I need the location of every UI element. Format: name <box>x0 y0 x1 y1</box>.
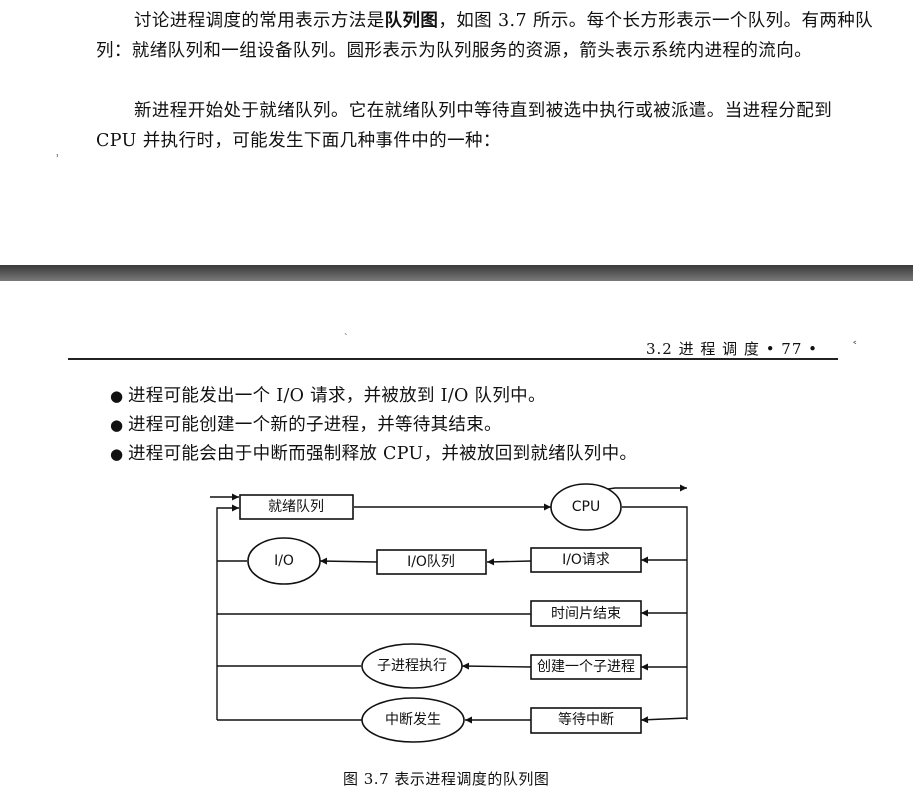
header-rule <box>68 358 838 360</box>
io-circle <box>247 537 321 585</box>
scan-speck: ˴ <box>344 326 348 339</box>
child-executes-label: 子进程执行 <box>377 658 447 674</box>
time-slice-label: 时间片结束 <box>551 606 621 622</box>
cpu-label: CPU <box>572 499 600 515</box>
cpu-dispatch-line <box>622 506 688 720</box>
scan-speck: ˂ <box>852 340 858 353</box>
page-top: 讨论进程调度的常用表示方法是队列图，如图 3.7 所示。每个长方形表示一个队列。… <box>0 0 913 265</box>
figure-caption: 图 3.7 表示进程调度的队列图 <box>343 770 550 788</box>
io-queue-to-io-arrow <box>319 557 378 565</box>
cpu-circle <box>550 483 622 531</box>
fork-child-box <box>530 654 642 680</box>
child-executes-circle <box>361 643 463 689</box>
cpu-exit-arrow <box>600 484 687 492</box>
io-label: I/O <box>274 553 294 569</box>
ready-queue-label: 就绪队列 <box>268 499 324 515</box>
event-list: ●进程可能发出一个 I/O 请求，并被放到 I/O 队列中。 ●进程可能创建一个… <box>110 382 637 469</box>
paragraph-queueing-diagram: 讨论进程调度的常用表示方法是队列图，如图 3.7 所示。每个长方形表示一个队列。… <box>96 6 876 66</box>
bullet-text: 进程可能创建一个新的子进程，并等待其结束。 <box>128 415 502 435</box>
para2-text: 新进程开始处于就绪队列。它在就绪队列中等待直到被选中执行或被派遣。当进程分配到 … <box>96 101 833 151</box>
list-item: ●进程可能发出一个 I/O 请求，并被放到 I/O 队列中。 <box>110 382 637 411</box>
wait-interrupt-label: 等待中断 <box>558 711 614 728</box>
page-separator <box>0 265 913 281</box>
time-slice-box <box>530 600 642 627</box>
fork-to-child-arrow <box>461 662 532 670</box>
io-queue-label: I/O队列 <box>407 554 455 570</box>
interrupt-occurs-label: 中断发生 <box>385 712 441 728</box>
para1-after-bold: ，如图 3.7 所示。每个长方形表示一个队列。有两种队列：就绪队列和一组设备队列… <box>96 11 874 61</box>
wait-interrupt-box <box>530 707 642 734</box>
io-request-box <box>530 547 642 573</box>
para1-before-bold: 讨论进程调度的常用表示方法是 <box>134 11 385 31</box>
ready-queue-box <box>239 494 354 520</box>
bullet-text: 进程可能发出一个 I/O 请求，并被放到 I/O 队列中。 <box>128 386 546 406</box>
to-wait-interrupt-arrow <box>640 716 688 724</box>
bullet-icon: ● <box>110 387 124 405</box>
io-request-to-queue-arrow <box>486 558 532 566</box>
bullet-icon: ● <box>110 445 124 463</box>
paragraph-new-process: 新进程开始处于就绪队列。它在就绪队列中等待直到被选中执行或被派遣。当进程分配到 … <box>96 96 876 156</box>
io-queue-box <box>376 549 487 575</box>
bullet-text: 进程可能会由于中断而强制释放 CPU，并被放回到就绪队列中。 <box>128 444 638 464</box>
bullet-icon: ● <box>110 416 124 434</box>
return-to-ready-arrow <box>216 504 239 720</box>
scan-speck: ˒ <box>56 150 60 163</box>
list-item: ●进程可能会由于中断而强制释放 CPU，并被放回到就绪队列中。 <box>110 440 637 469</box>
list-item: ●进程可能创建一个新的子进程，并等待其结束。 <box>110 411 637 440</box>
fork-child-label: 创建一个子进程 <box>537 659 635 675</box>
interrupt-occurs-circle <box>361 697 465 743</box>
running-head: 3.2 进 程 调 度 • 77 • <box>646 340 819 358</box>
io-request-label: I/O请求 <box>562 552 610 568</box>
para1-bold-term: 队列图 <box>384 11 439 31</box>
